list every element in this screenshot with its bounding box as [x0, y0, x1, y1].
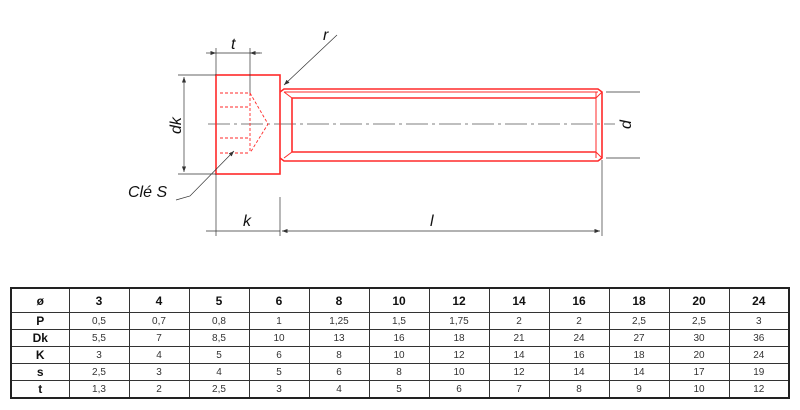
table-cell: 16: [368, 329, 430, 347]
table-cell: 2: [488, 312, 550, 330]
table-cell: 8,5: [188, 329, 250, 347]
table-cell: 3: [128, 363, 190, 381]
table-cell: 14: [488, 346, 550, 364]
screw-head: [215, 74, 281, 175]
table-cell: 0,5: [68, 312, 130, 330]
table-cell: 21: [488, 329, 550, 347]
table-cell: 2: [548, 312, 610, 330]
table-cell: 18: [608, 346, 670, 364]
table-cell: 14: [608, 363, 670, 381]
label-dk: dk: [168, 116, 185, 134]
dimension-lines: [175, 34, 640, 236]
screw-drawing: t r dk d k l Clé S: [128, 27, 640, 236]
table-cell: 3: [68, 287, 130, 313]
table-cell: 4: [308, 380, 370, 399]
table-cell: 8: [368, 363, 430, 381]
table-cell: 10: [368, 346, 430, 364]
label-d: d: [618, 119, 635, 129]
screw-shank: [279, 88, 603, 162]
table-cell: 1,25: [308, 312, 370, 330]
table-cell: 5: [368, 380, 430, 399]
table-cell: 5: [188, 287, 250, 313]
table-cell: 10: [428, 363, 490, 381]
label-r: r: [323, 27, 329, 44]
table-cell: 36: [728, 329, 790, 347]
table-cell: 9: [608, 380, 670, 399]
table-cell: 12: [488, 363, 550, 381]
table-cell: 1: [248, 312, 310, 330]
table-cell: 14: [548, 363, 610, 381]
row-header: s: [10, 363, 70, 381]
table-cell: 12: [728, 380, 790, 399]
table-cell: 0,8: [188, 312, 250, 330]
row-header: ø: [10, 287, 70, 313]
table-cell: 7: [488, 380, 550, 399]
table-cell: 4: [188, 363, 250, 381]
table-cell: 13: [308, 329, 370, 347]
table-cell: 2,5: [668, 312, 730, 330]
table-cell: 8: [308, 346, 370, 364]
table-cell: 3: [68, 346, 130, 364]
table-cell: 16: [548, 287, 610, 313]
table-cell: 6: [248, 346, 310, 364]
table-cell: 12: [428, 346, 490, 364]
table-cell: 17: [668, 363, 730, 381]
table-cell: 2,5: [608, 312, 670, 330]
row-header: K: [10, 346, 70, 364]
row-header: Dk: [10, 329, 70, 347]
table-cell: 4: [128, 346, 190, 364]
label-key-size: Clé S: [128, 184, 167, 201]
table-cell: 4: [128, 287, 190, 313]
table-cell: 18: [608, 287, 670, 313]
table-cell: 1,75: [428, 312, 490, 330]
table-cell: 10: [248, 329, 310, 347]
table-cell: 18: [428, 329, 490, 347]
table-cell: 6: [308, 363, 370, 381]
table-cell: 24: [548, 329, 610, 347]
table-cell: 24: [728, 346, 790, 364]
table-cell: 5,5: [68, 329, 130, 347]
table-cell: 14: [488, 287, 550, 313]
table-cell: 8: [548, 380, 610, 399]
table-cell: 8: [308, 287, 370, 313]
table-cell: 27: [608, 329, 670, 347]
table-cell: 6: [248, 287, 310, 313]
row-header: t: [10, 380, 70, 399]
table-cell: 2,5: [188, 380, 250, 399]
table-cell: 20: [668, 346, 730, 364]
table-cell: 5: [248, 363, 310, 381]
table-cell: 1,3: [68, 380, 130, 399]
table-cell: 0,7: [128, 312, 190, 330]
table-cell: 30: [668, 329, 730, 347]
table-cell: 7: [128, 329, 190, 347]
table-cell: 12: [428, 287, 490, 313]
table-cell: 3: [728, 312, 790, 330]
table-cell: 6: [428, 380, 490, 399]
table-cell: 10: [368, 287, 430, 313]
label-l: l: [430, 213, 434, 230]
table-cell: 3: [248, 380, 310, 399]
table-cell: 24: [728, 287, 790, 313]
table-cell: 10: [668, 380, 730, 399]
table-cell: 2: [128, 380, 190, 399]
table-cell: 20: [668, 287, 730, 313]
table-cell: 5: [188, 346, 250, 364]
table-cell: 16: [548, 346, 610, 364]
table-cell: 2,5: [68, 363, 130, 381]
table-cell: 1,5: [368, 312, 430, 330]
label-k: k: [243, 213, 252, 230]
table-cell: 19: [728, 363, 790, 381]
row-header: P: [10, 312, 70, 330]
label-t: t: [231, 36, 236, 53]
